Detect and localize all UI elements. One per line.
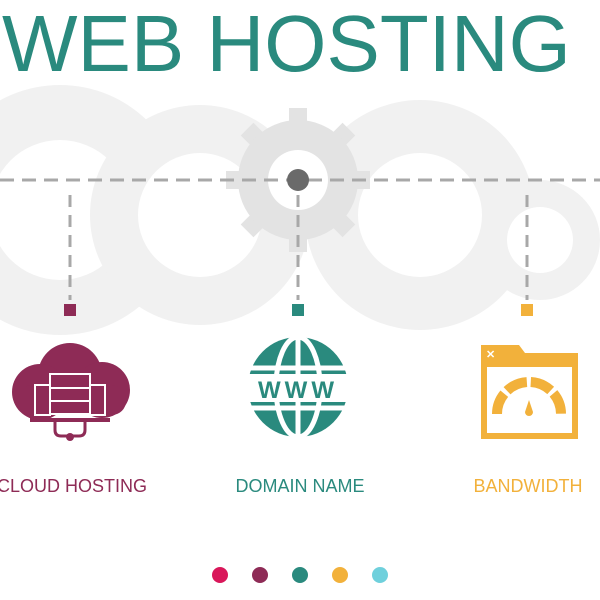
svg-text:✕: ✕ [486,349,495,361]
marker-square [64,304,76,316]
marker-square [292,304,304,316]
item-label-bandwidth: BANDWIDTH [473,476,583,496]
item-label-cloud-hosting: CLOUD HOSTING [0,476,148,496]
marker-square [521,304,533,316]
www-globe-icon: WWW [248,334,348,440]
cloud-server-icon [12,343,130,441]
pagination-dot[interactable] [332,567,348,583]
pagination-dot[interactable] [292,567,308,583]
svg-text:WWW: WWW [258,377,338,404]
page-title: WEB HOSTING [2,0,571,88]
pagination-dot[interactable] [372,567,388,583]
pagination-dot[interactable] [252,567,268,583]
timeline-center-dot [287,169,309,191]
speedometer-window-icon: ✕ [481,345,578,439]
item-label-domain-name: DOMAIN NAME [235,476,365,496]
pagination-dots [212,567,388,583]
pagination-dot[interactable] [212,567,228,583]
